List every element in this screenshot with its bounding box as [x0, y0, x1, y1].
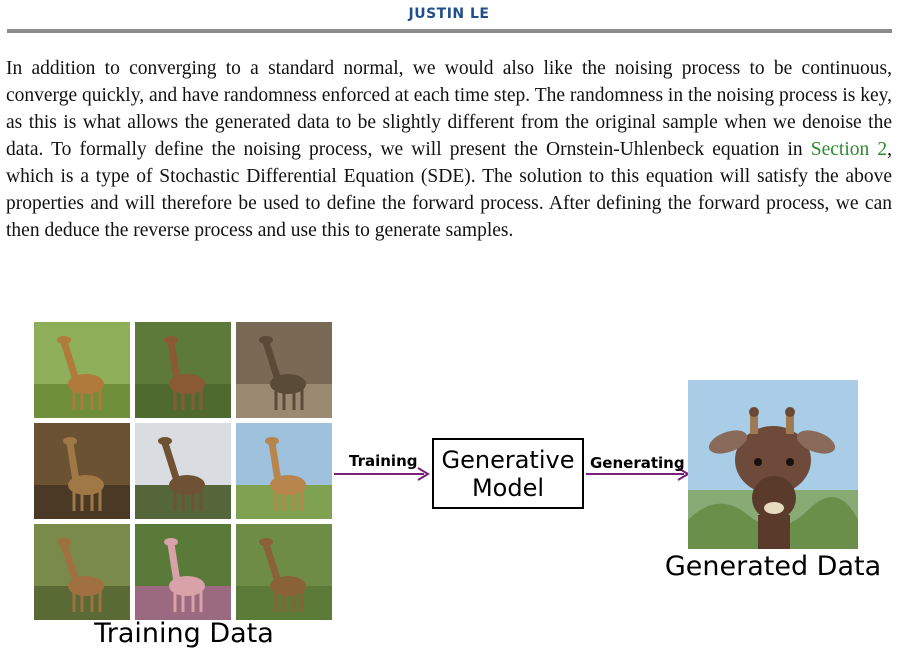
training-image-tile	[236, 524, 332, 620]
training-data-caption: Training Data	[94, 618, 274, 649]
generating-arrow-label: Generating	[590, 454, 685, 472]
training-image-tile	[34, 423, 130, 519]
training-arrow-label: Training	[349, 452, 418, 470]
training-image-tile	[236, 322, 332, 418]
generative-model-figure: Training Data Training Generative Model …	[0, 300, 898, 661]
training-arrowhead	[417, 467, 430, 481]
generated-giraffe-image	[688, 380, 858, 549]
running-header-author: JUSTIN LE	[408, 6, 490, 22]
training-image-tile	[135, 524, 231, 620]
training-image-grid	[34, 322, 334, 622]
training-image-tile	[135, 322, 231, 418]
training-image-tile	[135, 423, 231, 519]
generated-data-caption: Generated Data	[664, 551, 882, 582]
training-image-tile	[34, 322, 130, 418]
header-rule	[7, 29, 892, 33]
training-image-tile	[236, 423, 332, 519]
body-paragraph: In addition to converging to a standard …	[6, 55, 892, 244]
training-image-tile	[34, 524, 130, 620]
generative-model-label: Generative Model	[441, 445, 575, 502]
page-header: JUSTIN LE	[0, 0, 898, 33]
section-2-link[interactable]: Section 2	[810, 139, 888, 160]
paragraph-text-end: , which is a type of Stochastic Differen…	[6, 139, 892, 241]
paragraph-text-start: In addition to converging to a standard …	[6, 58, 892, 160]
generative-model-box: Generative Model	[432, 438, 584, 509]
